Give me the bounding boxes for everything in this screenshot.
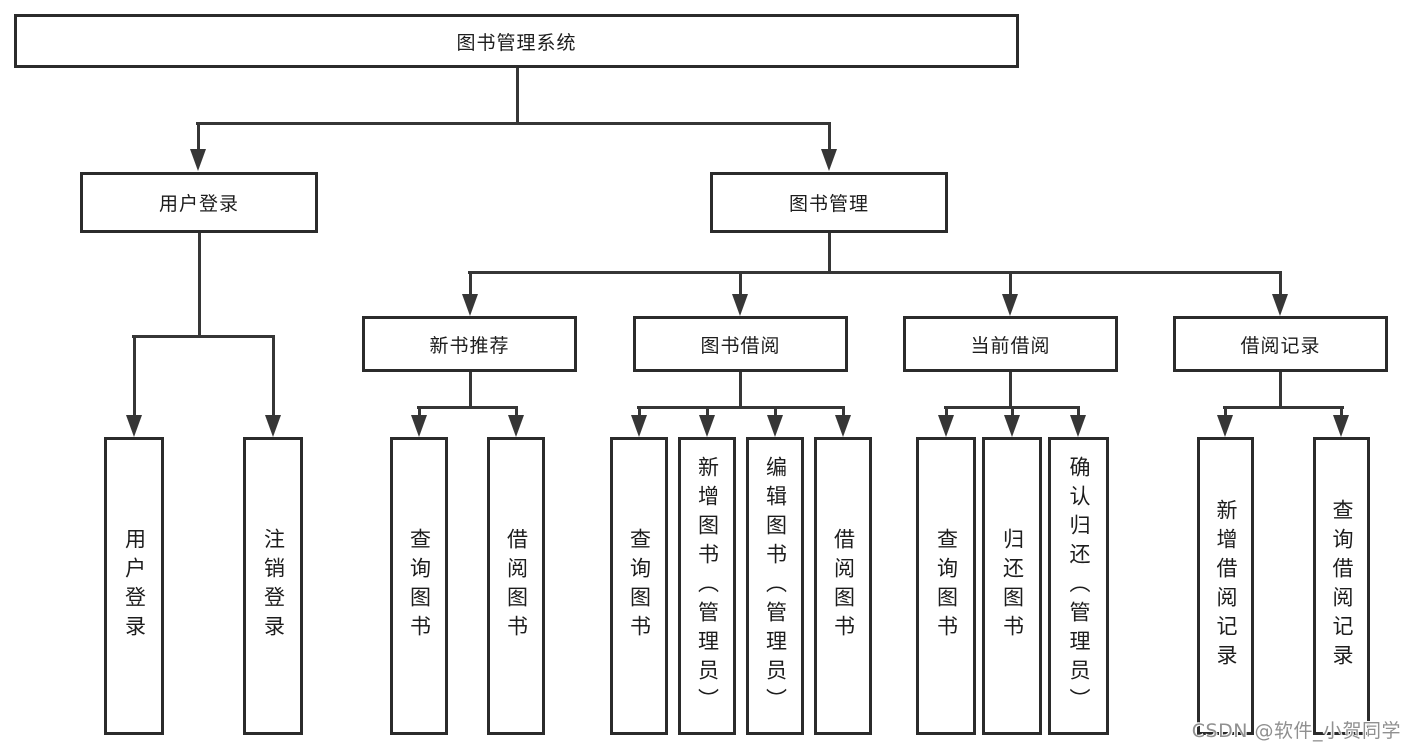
- node-user-login: 用户登录: [80, 172, 318, 233]
- connector-vline: [1011, 406, 1014, 418]
- connector-vline: [1279, 372, 1282, 408]
- node-library-management-system: 图书管理系统: [14, 14, 1019, 68]
- connector-vline: [197, 122, 200, 152]
- connector-vline: [418, 406, 421, 418]
- connector-vline: [198, 233, 201, 337]
- csdn-watermark: CSDN @软件_小贺同学: [1191, 720, 1401, 742]
- arrow-down-icon: [767, 415, 783, 437]
- connector-hline: [637, 406, 845, 409]
- node-book-management: 图书管理: [710, 172, 948, 233]
- leaf-label: 编辑图书（管理员）: [763, 455, 788, 717]
- leaf-add-borrow-record: 新增借阅记录: [1197, 437, 1254, 735]
- connector-vline: [706, 406, 709, 418]
- node-label: 当前借阅: [970, 334, 1051, 357]
- connector-vline: [133, 335, 136, 417]
- connector-hline: [132, 335, 275, 338]
- connector-hline: [417, 406, 518, 409]
- leaf-label: 确认归还（管理员）: [1067, 455, 1091, 717]
- connector-vline: [1340, 406, 1343, 418]
- leaf-label: 归还图书: [1000, 528, 1025, 644]
- arrow-down-icon: [265, 415, 281, 437]
- arrow-down-icon: [1070, 415, 1086, 437]
- node-new-book-recommend: 新书推荐: [362, 316, 577, 372]
- node-borrowing-records: 借阅记录: [1173, 316, 1388, 372]
- arrow-down-icon: [1333, 415, 1349, 437]
- leaf-user-login: 用户登录: [104, 437, 164, 735]
- connector-vline: [945, 406, 948, 418]
- leaf-query-books-recommend: 查询图书: [390, 437, 448, 735]
- connector-vline: [1009, 271, 1012, 295]
- arrow-down-icon: [631, 415, 647, 437]
- connector-hline: [1223, 406, 1344, 409]
- connector-vline: [1077, 406, 1080, 418]
- connector-vline: [1224, 406, 1227, 418]
- connector-vline: [842, 406, 845, 418]
- leaf-add-books-admin: 新增图书（管理员）: [678, 437, 736, 735]
- connector-vline: [1009, 372, 1012, 408]
- arrow-down-icon: [190, 149, 206, 171]
- leaf-borrow-books: 借阅图书: [814, 437, 872, 735]
- arrow-down-icon: [1004, 415, 1020, 437]
- arrow-down-icon: [821, 149, 837, 171]
- connector-vline: [739, 372, 742, 408]
- connector-vline: [516, 68, 519, 124]
- connector-vline: [469, 271, 472, 295]
- connector-vline: [774, 406, 777, 418]
- node-label: 借阅记录: [1240, 334, 1321, 357]
- leaf-query-borrow-record: 查询借阅记录: [1313, 437, 1370, 735]
- leaf-borrow-books-recommend: 借阅图书: [487, 437, 545, 735]
- leaf-label: 借阅图书: [831, 528, 856, 644]
- connector-vline: [515, 406, 518, 418]
- node-book-borrowing: 图书借阅: [633, 316, 848, 372]
- node-label: 图书管理系统: [456, 31, 577, 54]
- arrow-down-icon: [1272, 294, 1288, 316]
- leaf-query-books-borrowing: 查询图书: [610, 437, 668, 735]
- node-label: 图书管理: [788, 193, 869, 215]
- arrow-down-icon: [938, 415, 954, 437]
- leaf-logout: 注销登录: [243, 437, 303, 735]
- leaf-label: 新增图书（管理员）: [695, 455, 720, 717]
- connector-vline: [1279, 271, 1282, 295]
- connector-vline: [638, 406, 641, 418]
- arrow-down-icon: [126, 415, 142, 437]
- leaf-return-books: 归还图书: [982, 437, 1042, 735]
- arrow-down-icon: [835, 415, 851, 437]
- node-label: 新书推荐: [429, 334, 510, 357]
- node-label: 用户登录: [158, 193, 239, 215]
- connector-hline: [468, 271, 1282, 274]
- leaf-label: 借阅图书: [504, 528, 529, 644]
- arrow-down-icon: [699, 415, 715, 437]
- leaf-label: 用户登录: [122, 528, 147, 644]
- leaf-label: 查询图书: [407, 528, 432, 644]
- connector-hline: [196, 122, 831, 125]
- connector-vline: [272, 335, 275, 417]
- arrow-down-icon: [462, 294, 478, 316]
- connector-vline: [469, 372, 472, 408]
- leaf-label: 注销登录: [261, 528, 286, 644]
- leaf-label: 查询图书: [627, 528, 652, 644]
- leaf-query-books-current: 查询图书: [916, 437, 976, 735]
- arrow-down-icon: [508, 415, 524, 437]
- node-current-borrowing: 当前借阅: [903, 316, 1118, 372]
- leaf-confirm-return-admin: 确认归还（管理员）: [1048, 437, 1109, 735]
- connector-vline: [828, 233, 831, 273]
- leaf-label: 新增借阅记录: [1214, 499, 1238, 673]
- connector-vline: [828, 122, 831, 152]
- leaf-label: 查询借阅记录: [1330, 499, 1354, 673]
- arrow-down-icon: [732, 294, 748, 316]
- arrow-down-icon: [411, 415, 427, 437]
- connector-vline: [739, 271, 742, 295]
- arrow-down-icon: [1002, 294, 1018, 316]
- leaf-edit-books-admin: 编辑图书（管理员）: [746, 437, 804, 735]
- leaf-label: 查询图书: [934, 528, 959, 644]
- node-label: 图书借阅: [700, 334, 781, 357]
- arrow-down-icon: [1217, 415, 1233, 437]
